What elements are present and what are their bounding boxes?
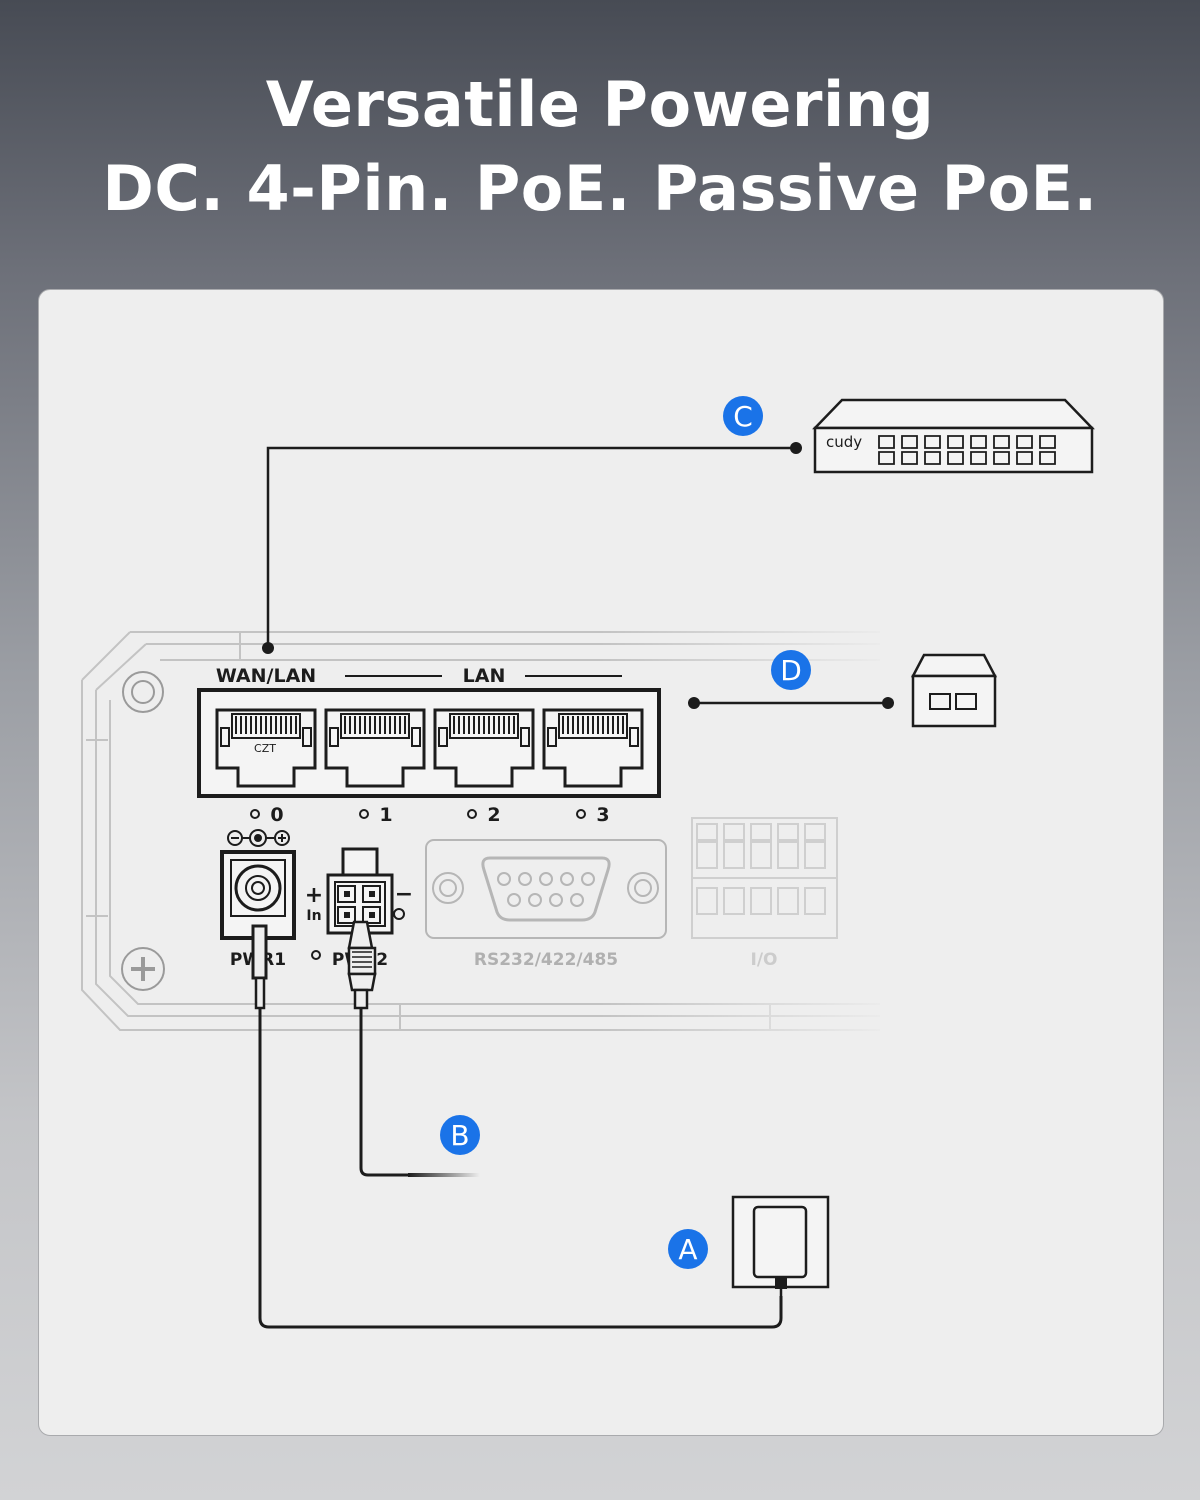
wire-d-injector-endpoint [882,697,894,709]
wire-b [359,1008,410,1177]
ethernet-port-block [197,688,661,798]
switch-ports-icon [878,435,1056,465]
headline-line-2: DC. 4-Pin. PoE. Passive PoE. [102,152,1098,225]
svg-text:B: B [450,1119,469,1152]
pwr2-dot [311,950,321,960]
svg-text:D: D [780,654,802,687]
wire-c [266,446,796,648]
wire-c-switch-endpoint [790,442,802,454]
wire-b-fade [408,1173,480,1177]
io-terminal-block[interactable] [691,817,838,939]
port-brand-label: CZT [254,742,276,755]
callout-c: C [723,396,763,436]
callout-b: B [440,1115,480,1155]
screw-icon [122,671,164,713]
io-label: I/O [751,950,778,970]
headline-line-1: Versatile Powering [265,68,935,141]
pwr2-minus-label: − [395,882,413,907]
wire-c-endpoint [262,642,274,654]
pwr2-in-label: In [306,908,321,924]
serial-port-rs232[interactable] [425,839,667,939]
callout-a: A [668,1229,708,1269]
switch-brand-logo: cudy [826,433,862,451]
port-number-1: 1 [379,804,392,826]
svg-text:C: C [733,400,753,433]
pwr2-plus-label: + [305,883,323,908]
four-pin-plug-b [347,920,377,1010]
ethernet-port-0[interactable] [215,708,317,788]
dc-plug-a [251,924,268,1010]
ethernet-port-3[interactable] [542,708,644,788]
wan-lan-label: WAN/LAN [216,665,316,687]
lan-label: LAN [463,665,506,687]
port-leds [250,809,586,819]
dc-jack-pwr1[interactable] [220,850,296,940]
wire-d-endpoint [688,697,700,709]
wire-a [258,1008,783,1329]
port-number-0: 0 [270,804,283,826]
poe-injector [910,653,998,728]
port-number-3: 3 [596,804,609,826]
svg-text:A: A [678,1233,697,1266]
poe-injector-ports-icon [929,693,977,710]
port-number-2: 2 [487,804,500,826]
ground-screw-icon [121,947,165,991]
callout-d: D [771,650,811,690]
ethernet-port-2[interactable] [433,708,535,788]
pwr2-led [393,908,405,920]
dc-polarity-icon [227,829,290,847]
four-pin-connector-pwr2[interactable] [326,847,394,935]
ethernet-port-1[interactable] [324,708,426,788]
serial-port-label: RS232/422/485 [474,950,618,970]
power-adapter [731,1195,830,1297]
